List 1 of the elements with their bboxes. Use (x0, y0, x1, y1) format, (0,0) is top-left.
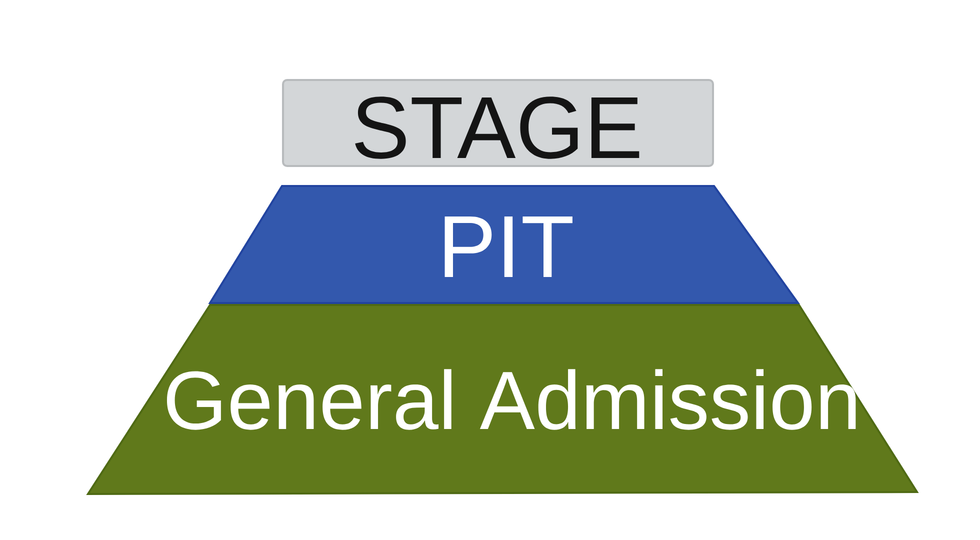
stage-box: STAGE (282, 79, 714, 167)
